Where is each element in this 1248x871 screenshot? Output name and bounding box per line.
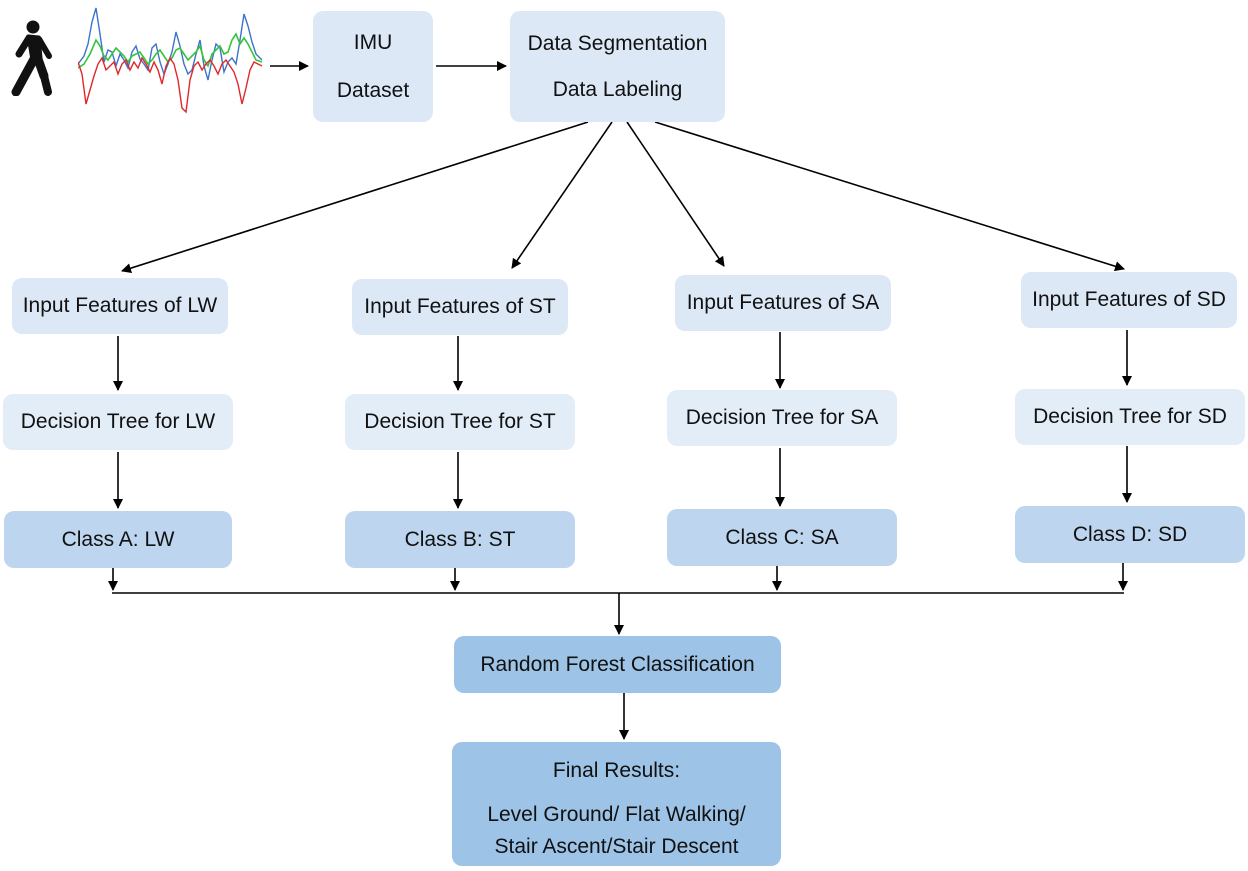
arrow-to-features-st [511,121,613,269]
arrow-to-features-sa [626,121,725,267]
features-st-box: Input Features of ST [352,279,568,335]
walking-person-icon [11,20,52,96]
final-results-title: Final Results: [552,759,681,782]
final-results-line1: Level Ground/ Flat Walking/ [487,803,746,826]
random-forest-box: Random Forest Classification [454,636,781,693]
segmentation-labeling-box: Data Segmentation Data Labeling [510,11,725,122]
features-sd-label: Input Features of SD [1032,288,1226,311]
final-results-line2: Stair Ascent/Stair Descent [494,835,739,858]
features-lw-box: Input Features of LW [12,278,228,334]
imu-signal-plot [78,7,262,114]
class-c-box: Class C: SA [667,509,897,566]
final-results-box: Final Results: Level Ground/ Flat Walkin… [452,742,781,866]
decision-tree-sa-box: Decision Tree for SA [667,390,897,446]
arrow-to-features-sd [654,121,1125,272]
class-a-box: Class A: LW [4,511,232,568]
decision-tree-lw-box: Decision Tree for LW [3,394,233,450]
features-sa-label: Input Features of SA [686,291,880,314]
class-d-box: Class D: SD [1015,506,1245,563]
decision-tree-sd-box: Decision Tree for SD [1015,389,1245,445]
imu-dataset-line1: IMU [353,30,393,54]
labeling-line: Data Labeling [552,77,683,101]
class-a-label: Class A: LW [61,527,175,551]
features-lw-label: Input Features of LW [22,294,218,317]
arrow-to-features-lw [121,121,589,274]
segmentation-line: Data Segmentation [527,31,708,55]
features-st-label: Input Features of ST [364,295,556,318]
class-c-label: Class C: SA [725,525,839,549]
features-sd-box: Input Features of SD [1021,272,1237,328]
random-forest-label: Random Forest Classification [480,652,755,676]
decision-tree-lw-label: Decision Tree for LW [20,410,216,433]
class-d-label: Class D: SD [1072,522,1188,546]
imu-dataset-box: IMU Dataset [313,11,433,122]
decision-tree-st-label: Decision Tree for ST [364,410,556,433]
decision-tree-st-box: Decision Tree for ST [345,394,575,450]
class-b-label: Class B: ST [404,527,516,551]
class-b-box: Class B: ST [345,511,575,568]
decision-tree-sa-label: Decision Tree for SA [685,406,879,429]
imu-dataset-line2: Dataset [336,78,410,102]
features-sa-box: Input Features of SA [675,275,891,331]
decision-tree-sd-label: Decision Tree for SD [1033,405,1227,428]
